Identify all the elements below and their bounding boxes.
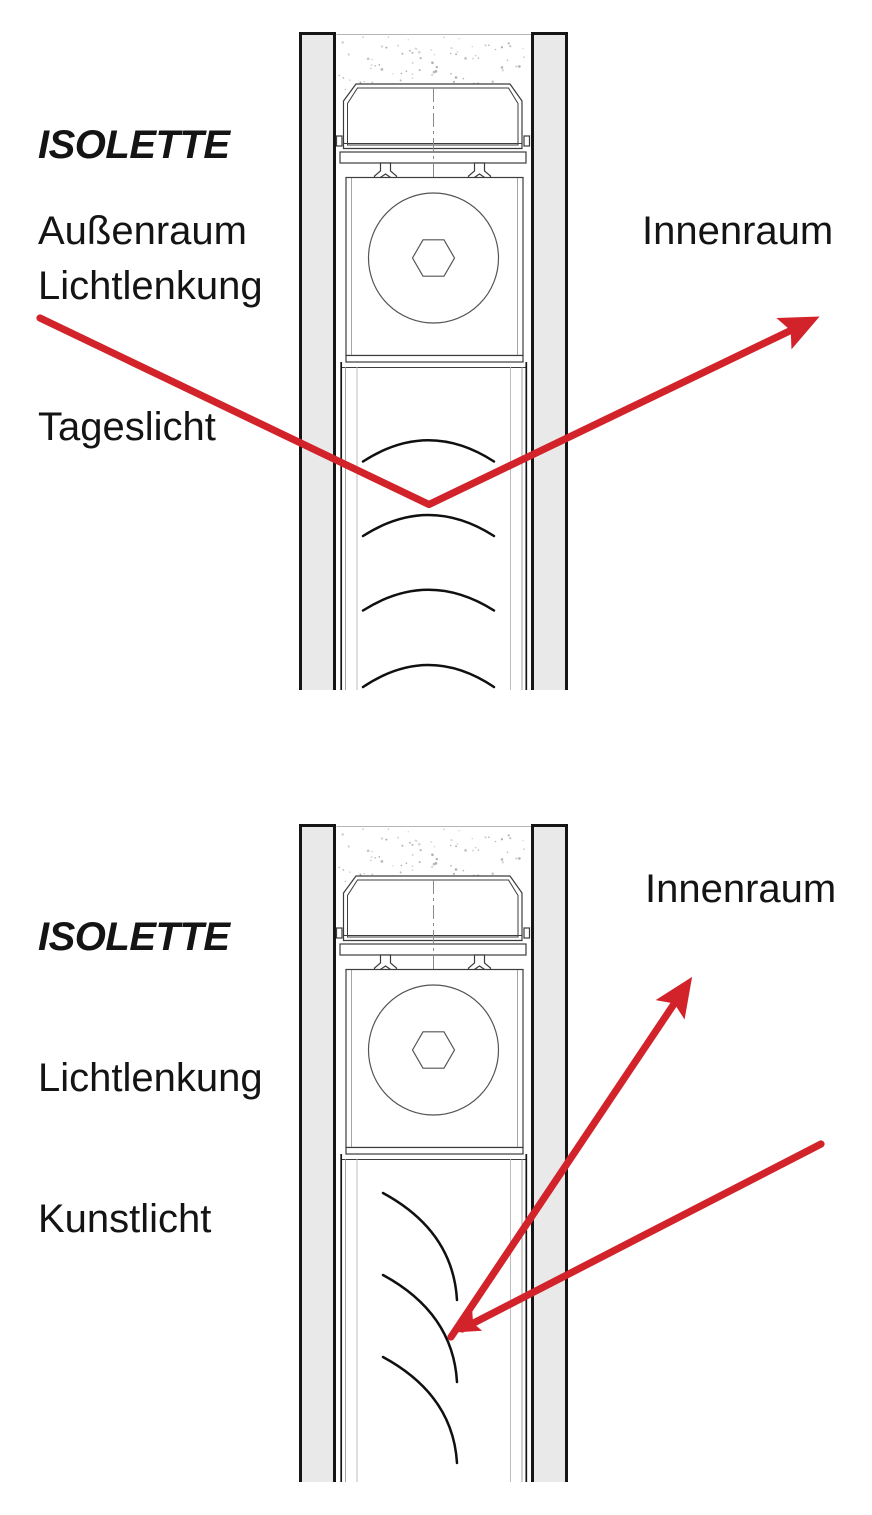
subtitle-function: Lichtlenkung bbox=[38, 264, 263, 308]
artificial-light-slats bbox=[381, 1191, 459, 1465]
brand-title: ISOLETTE bbox=[38, 123, 230, 167]
subtitle-function: Lichtlenkung bbox=[38, 1056, 263, 1100]
subtitle-mode: Tageslicht bbox=[38, 405, 216, 449]
artificial-light-rays bbox=[447, 976, 825, 1341]
redirected-ray bbox=[447, 976, 693, 1341]
brand-title: ISOLETTE bbox=[38, 915, 230, 959]
label-innenraum-top: Innenraum bbox=[642, 209, 834, 253]
label-aussenraum: Außenraum bbox=[38, 209, 247, 253]
glazing-unit-daylight bbox=[298, 31, 569, 691]
glazing-unit-artificial-light bbox=[298, 823, 569, 1483]
incoming-ray bbox=[455, 1140, 825, 1333]
daylight-ray bbox=[36, 314, 820, 509]
daylight-title-block: ISOLETTE Lichtlenkung Tageslicht bbox=[38, 28, 263, 545]
label-innenraum-bottom: Innenraum bbox=[645, 867, 837, 911]
artificial-title-block: ISOLETTE Lichtlenkung Kunstlicht bbox=[38, 820, 263, 1337]
daylight-slats bbox=[361, 439, 496, 689]
subtitle-mode: Kunstlicht bbox=[38, 1197, 212, 1241]
